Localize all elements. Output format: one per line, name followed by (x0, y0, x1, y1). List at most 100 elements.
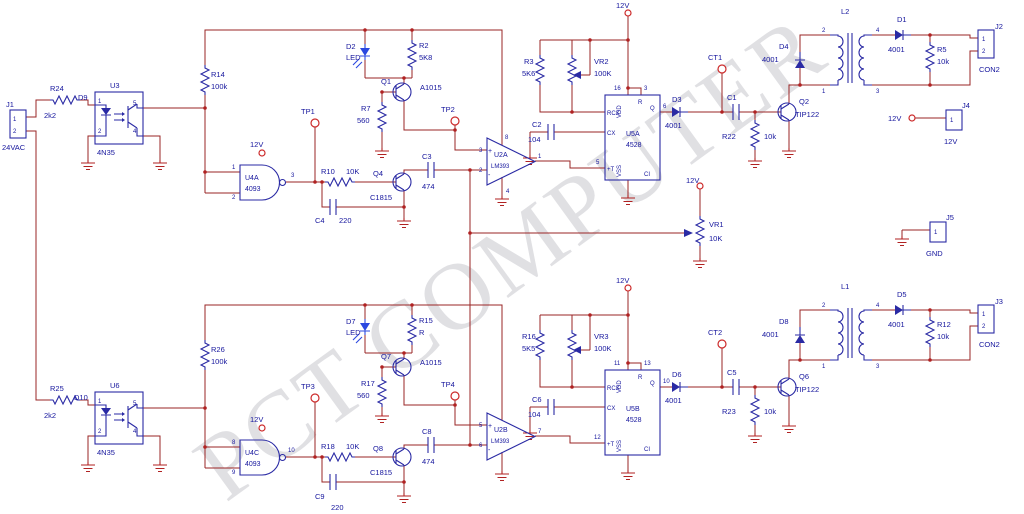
capacitor-c5 (732, 378, 740, 396)
j1-pin2: 2 (13, 129, 17, 135)
c2-value: 104 (528, 135, 541, 144)
vr3-value: 100K (594, 344, 612, 353)
capacitor-c3 (427, 161, 435, 179)
resistor-r15 (407, 314, 417, 346)
q4-value: C1815 (370, 193, 392, 202)
q4-ref: Q4 (373, 169, 383, 178)
connector-j4 (945, 109, 963, 131)
ground-symbol (80, 159, 96, 171)
u2a-value: LM393 (491, 164, 510, 170)
u4a-invert-bubble (278, 178, 287, 187)
r17-ref: R17 (361, 379, 375, 388)
wires-top (26, 16, 978, 445)
r3-value: 5K6 (522, 69, 535, 78)
u5a-q-pin: Q (650, 106, 655, 112)
l1-pin3: 3 (876, 364, 880, 370)
ground-symbol (781, 422, 797, 434)
u5a-pin3: 3 (644, 86, 648, 92)
ground-symbol (620, 194, 636, 206)
q1-ref: Q1 (381, 77, 391, 86)
u2b-ref: U2B (494, 427, 508, 434)
r22-ref: R22 (722, 132, 736, 141)
j1-ref: J1 (6, 100, 14, 109)
tp1-label: TP1 (301, 107, 315, 116)
capacitor-c2 (547, 123, 555, 141)
q7-value: A1015 (420, 358, 442, 367)
transformer-l2 (830, 33, 872, 86)
u6-pin2: 2 (98, 429, 102, 435)
u4c-invert-bubble (278, 453, 287, 462)
u5b-plust-pin: +T (607, 442, 615, 448)
nand-gate-u4a (239, 164, 287, 201)
tp1-testpoint (310, 118, 320, 128)
ground-symbol (494, 470, 510, 482)
r26-ref: R26 (211, 345, 225, 354)
r15-ref: R15 (419, 316, 433, 325)
ground-symbol (80, 461, 96, 473)
u6-pin4: 4 (133, 429, 137, 435)
u5a-value: 4528 (626, 142, 642, 149)
l1-ref: L1 (841, 282, 849, 291)
ground-symbol (374, 412, 390, 424)
d4-ref: D4 (779, 42, 789, 51)
12v-label-top: 12V (616, 1, 629, 10)
c6-ref: C6 (532, 395, 542, 404)
r3-ref: R3 (524, 57, 534, 66)
q8-value: C1815 (370, 468, 392, 477)
j2-pin2: 2 (982, 49, 986, 55)
u6-box (94, 391, 144, 445)
resistor-r26 (200, 339, 210, 371)
resistor-r14 (200, 64, 210, 96)
labels: J1 24VAC 1 2 R24 2k2 R25 2k2 U3 D9 4N35 … (2, 1, 1003, 512)
u4a-pin2: 2 (232, 195, 236, 201)
optocoupler-u3 (94, 91, 144, 145)
resistor-r22 (750, 119, 760, 151)
j3-pin1: 1 (982, 312, 986, 318)
u5a-cx-pin: CX (607, 131, 615, 137)
u5b-rcx-pin: RCX (607, 386, 620, 392)
u2a-pin8: 8 (505, 135, 509, 141)
ct1-label: CT1 (708, 53, 722, 62)
r17-value: 560 (357, 391, 370, 400)
u5a-ci-pin: CI (644, 172, 650, 178)
d4-value: 4001 (762, 55, 779, 64)
u4a-pin3: 3 (291, 173, 295, 179)
led-d2 (352, 44, 370, 69)
d10-ref: D10 (74, 393, 88, 402)
12v-label-vr1: 12V (686, 176, 699, 185)
u4c-pin10: 10 (288, 448, 295, 454)
j5-value: GND (926, 249, 943, 258)
u2b-minus: - (488, 447, 491, 454)
u4c-pin9: 9 (232, 470, 236, 476)
vr2-ref: VR2 (594, 57, 609, 66)
wires-bottom (80, 291, 978, 493)
transistor-q7 (392, 357, 412, 377)
d6-ref: D6 (672, 370, 682, 379)
tp3-label: TP3 (301, 382, 315, 391)
u3-pin4: 4 (133, 129, 137, 135)
tp2-testpoint (450, 116, 460, 126)
d5-value: 4001 (888, 320, 905, 329)
vr2-wiper-arrow (573, 71, 581, 79)
q6-ref: Q6 (799, 372, 809, 381)
d3-ref: D3 (672, 95, 682, 104)
u2a-pin3: 3 (479, 148, 483, 154)
capacitor-c8 (427, 436, 435, 454)
u5a-r-pin: R (638, 100, 643, 106)
led-d7 (352, 319, 370, 344)
u2b-plus: + (488, 423, 492, 430)
j3-value: CON2 (979, 340, 1000, 349)
capacitor-c1 (732, 103, 740, 121)
u2a-pin2: 2 (479, 168, 483, 174)
j3-ref: J3 (995, 297, 1003, 306)
u5b-pin13: 13 (644, 361, 651, 367)
u5a-plust-pin: +T (607, 167, 615, 173)
nand-gate-u4c (239, 439, 287, 476)
j4-pin1: 1 (950, 118, 954, 124)
junction-dots (203, 28, 932, 484)
u5a-pin5: 5 (596, 160, 600, 166)
u3-pin2: 2 (98, 129, 102, 135)
d3-value: 4001 (665, 121, 682, 130)
d2-value: LED (346, 53, 361, 62)
resistor-r7 (377, 101, 387, 133)
